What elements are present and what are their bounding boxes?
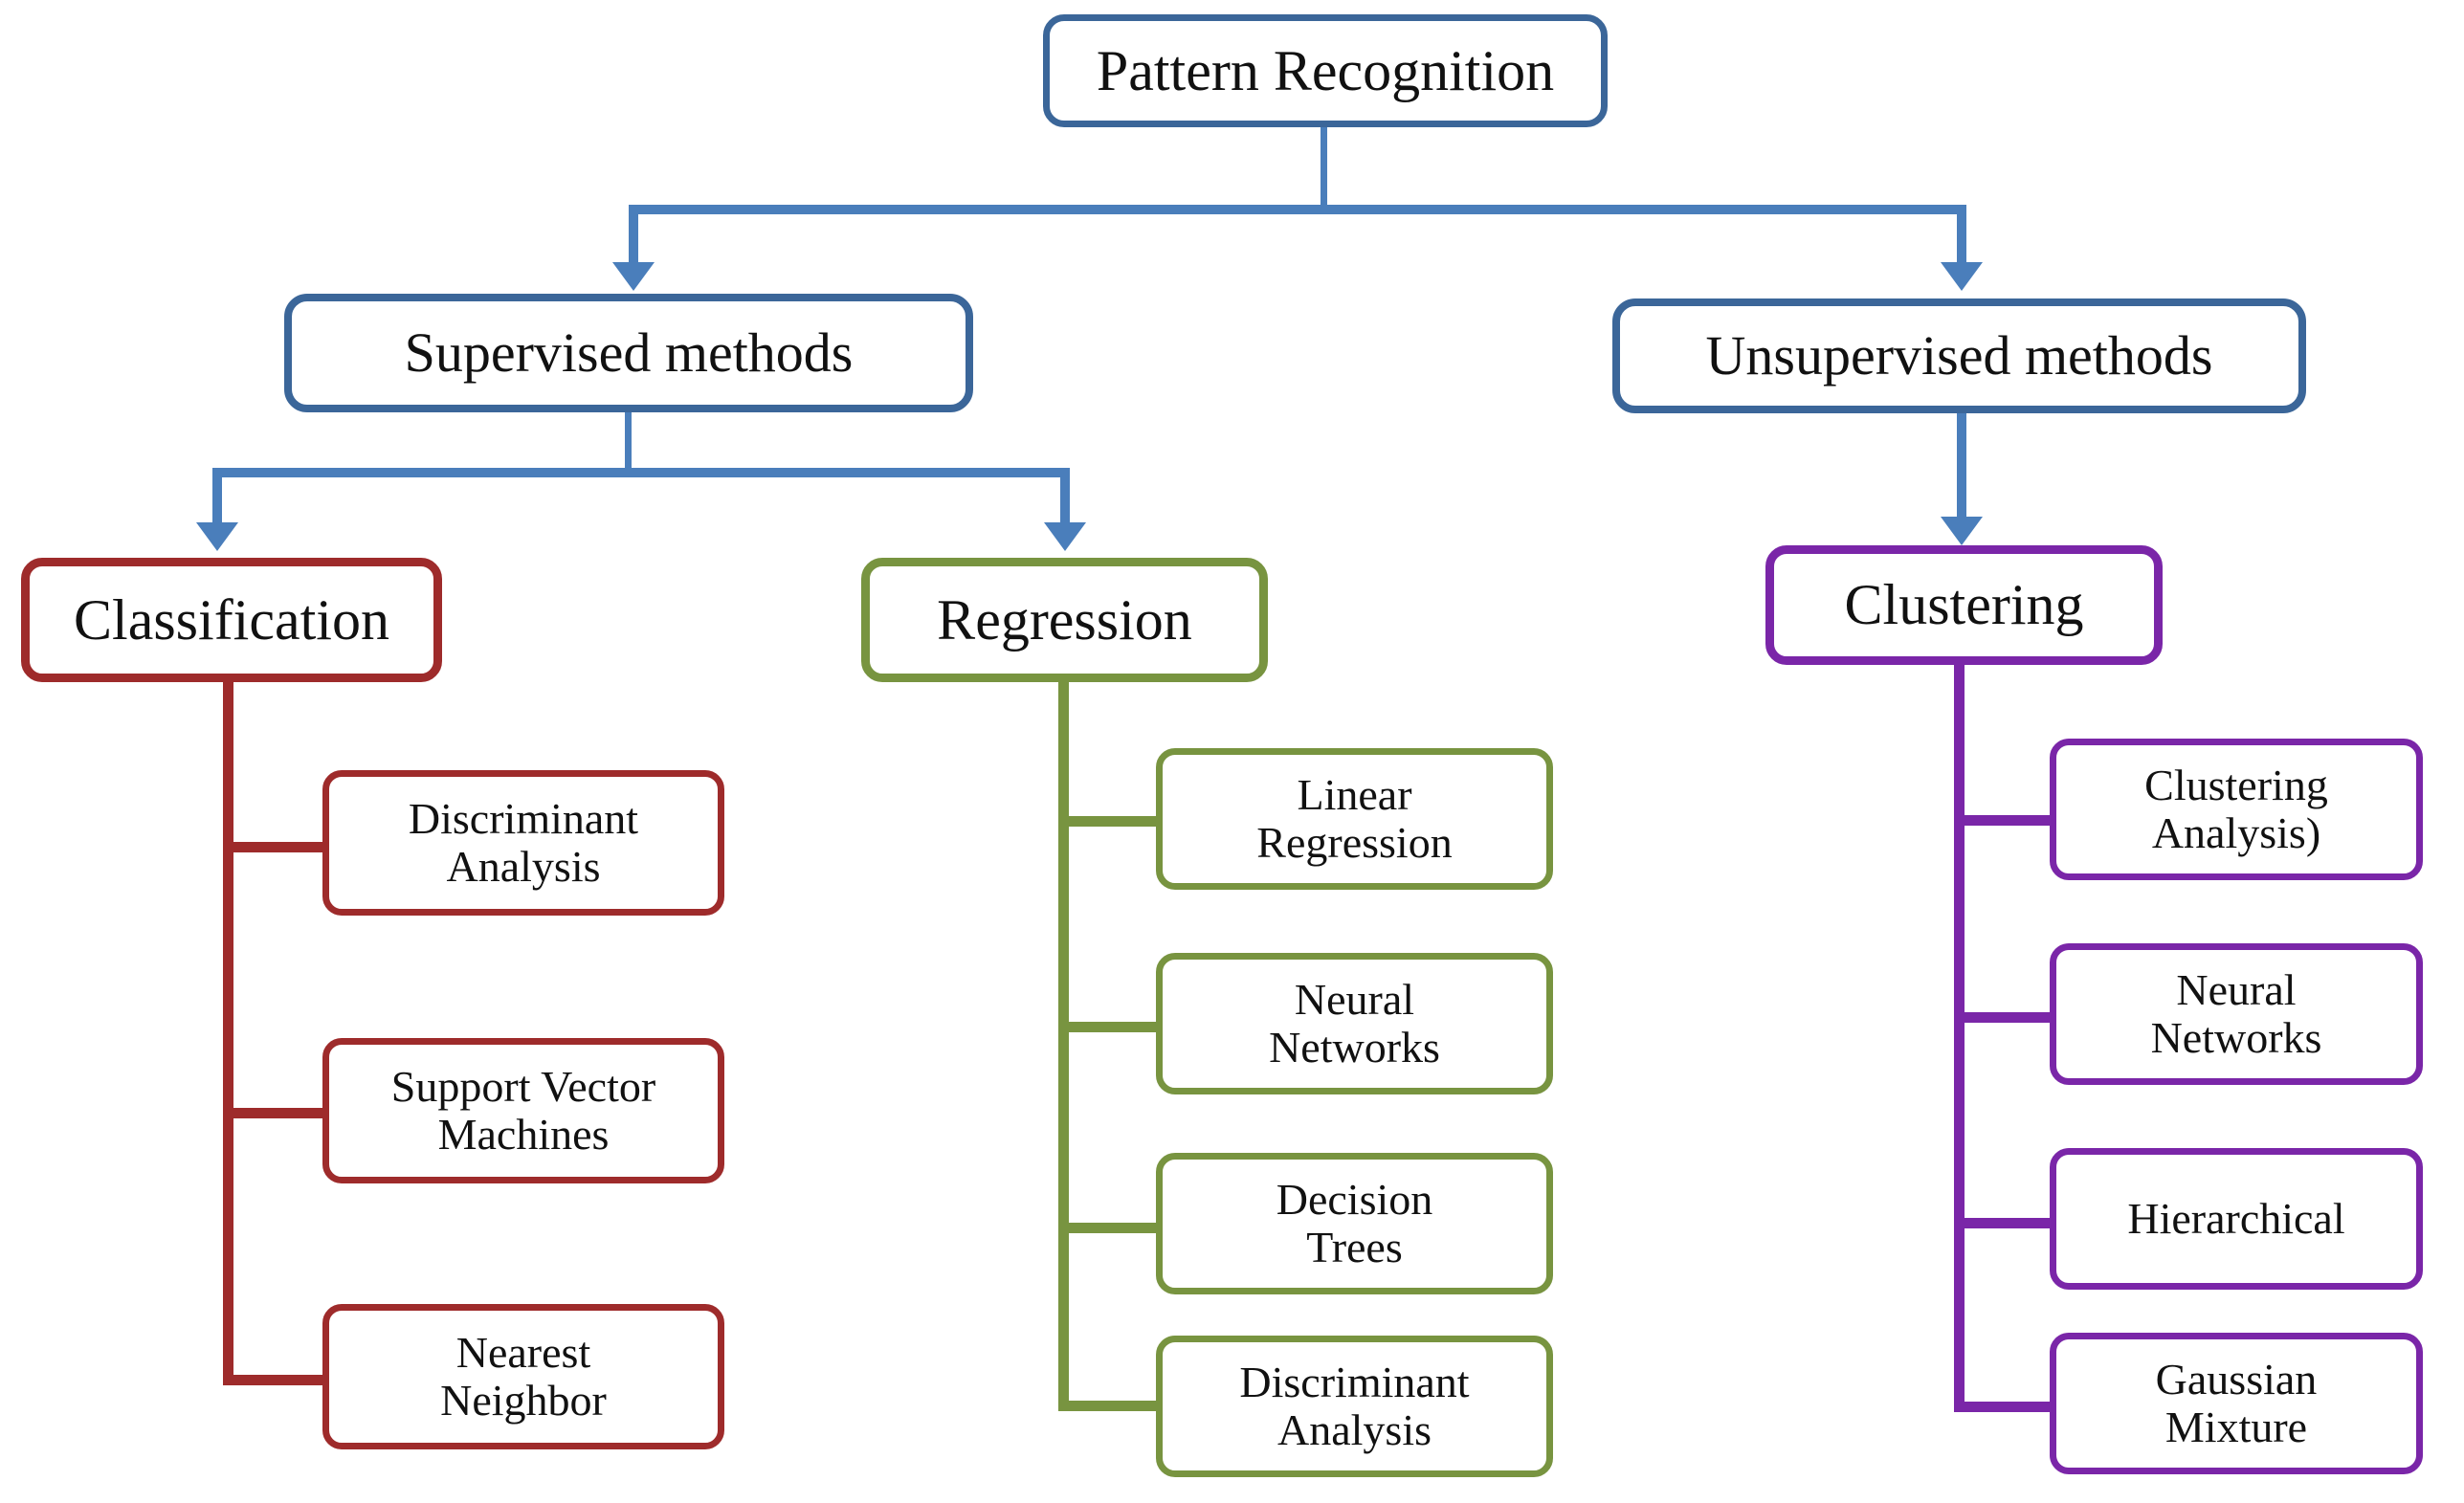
- arrow-down-regression-icon: [1044, 522, 1086, 551]
- connector-root-bus: [632, 205, 1965, 214]
- connector-classification-stub-3: [223, 1375, 328, 1385]
- leaf-nearest-neighbor[interactable]: Nearest Neighbor: [322, 1304, 724, 1449]
- node-label: Classification: [74, 587, 389, 652]
- leaf-label: Neural Networks: [2150, 965, 2322, 1062]
- leaf-hierarchical[interactable]: Hierarchical: [2050, 1148, 2423, 1290]
- connector-clustering-stub-1: [1954, 815, 2059, 826]
- node-regression[interactable]: Regression: [861, 558, 1268, 682]
- connector-root-to-unsupervised: [1957, 205, 1966, 266]
- node-clustering[interactable]: Clustering: [1765, 545, 2163, 665]
- connector-regression-stub-3: [1058, 1223, 1164, 1233]
- node-unsupervised-methods[interactable]: Unsupervised methods: [1612, 298, 2306, 413]
- node-label: Clustering: [1844, 573, 2084, 637]
- node-label: Regression: [937, 587, 1192, 652]
- connector-unsupervised-to-clustering: [1957, 413, 1966, 530]
- node-label: Unsupervised methods: [1705, 323, 2213, 387]
- leaf-support-vector-machines[interactable]: Support Vector Machines: [322, 1038, 724, 1183]
- node-label: Supervised methods: [404, 320, 854, 384]
- leaf-gaussian-mixture[interactable]: Gaussian Mixture: [2050, 1333, 2423, 1474]
- node-supervised-methods[interactable]: Supervised methods: [284, 294, 973, 412]
- connector-root-to-supervised: [629, 205, 638, 266]
- node-label: Pattern Recognition: [1096, 38, 1555, 102]
- leaf-discriminant-analysis-classification[interactable]: Discriminant Analysis: [322, 770, 724, 916]
- leaf-linear-regression[interactable]: Linear Regression: [1156, 748, 1553, 890]
- node-pattern-recognition[interactable]: Pattern Recognition: [1043, 14, 1608, 127]
- leaf-label: Decision Trees: [1276, 1175, 1433, 1271]
- connector-clustering-trunk: [1954, 663, 1965, 1412]
- connector-clustering-stub-3: [1954, 1218, 2059, 1228]
- connector-classification-trunk: [223, 679, 233, 1385]
- arrow-down-clustering-icon: [1941, 517, 1983, 545]
- leaf-label: Linear Regression: [1256, 770, 1453, 867]
- connector-clustering-stub-4: [1954, 1402, 2059, 1412]
- connector-classification-stub-2: [223, 1108, 328, 1118]
- leaf-label: Gaussian Mixture: [2155, 1355, 2318, 1451]
- leaf-decision-trees[interactable]: Decision Trees: [1156, 1153, 1553, 1294]
- connector-supervised-to-regression: [1060, 468, 1070, 527]
- leaf-label: Nearest Neighbor: [440, 1328, 607, 1425]
- connector-supervised-bus: [215, 468, 1070, 477]
- leaf-label: Neural Networks: [1269, 975, 1440, 1072]
- connector-regression-stub-2: [1058, 1022, 1164, 1032]
- connector-supervised-to-classification: [212, 468, 222, 527]
- connector-regression-stub-4: [1058, 1401, 1164, 1411]
- connector-regression-trunk: [1058, 679, 1069, 1411]
- node-classification[interactable]: Classification: [21, 558, 442, 682]
- arrow-down-supervised-icon: [612, 262, 655, 291]
- arrow-down-classification-icon: [196, 522, 238, 551]
- connector-root-stem: [1321, 127, 1327, 208]
- leaf-label: Clustering Analysis): [2144, 761, 2328, 857]
- leaf-neural-networks-clustering[interactable]: Neural Networks: [2050, 943, 2423, 1085]
- leaf-discriminant-analysis-regression[interactable]: Discriminant Analysis: [1156, 1336, 1553, 1477]
- leaf-clustering-analysis[interactable]: Clustering Analysis): [2050, 739, 2423, 880]
- leaf-label: Discriminant Analysis: [1239, 1358, 1470, 1454]
- connector-clustering-stub-2: [1954, 1012, 2059, 1023]
- leaf-label: Discriminant Analysis: [408, 794, 639, 891]
- leaf-label: Hierarchical: [2127, 1194, 2345, 1244]
- leaf-neural-networks-regression[interactable]: Neural Networks: [1156, 953, 1553, 1094]
- connector-regression-stub-1: [1058, 816, 1164, 827]
- leaf-label: Support Vector Machines: [390, 1062, 656, 1159]
- connector-supervised-stem: [625, 412, 632, 471]
- arrow-down-unsupervised-icon: [1941, 262, 1983, 291]
- connector-classification-stub-1: [223, 842, 328, 852]
